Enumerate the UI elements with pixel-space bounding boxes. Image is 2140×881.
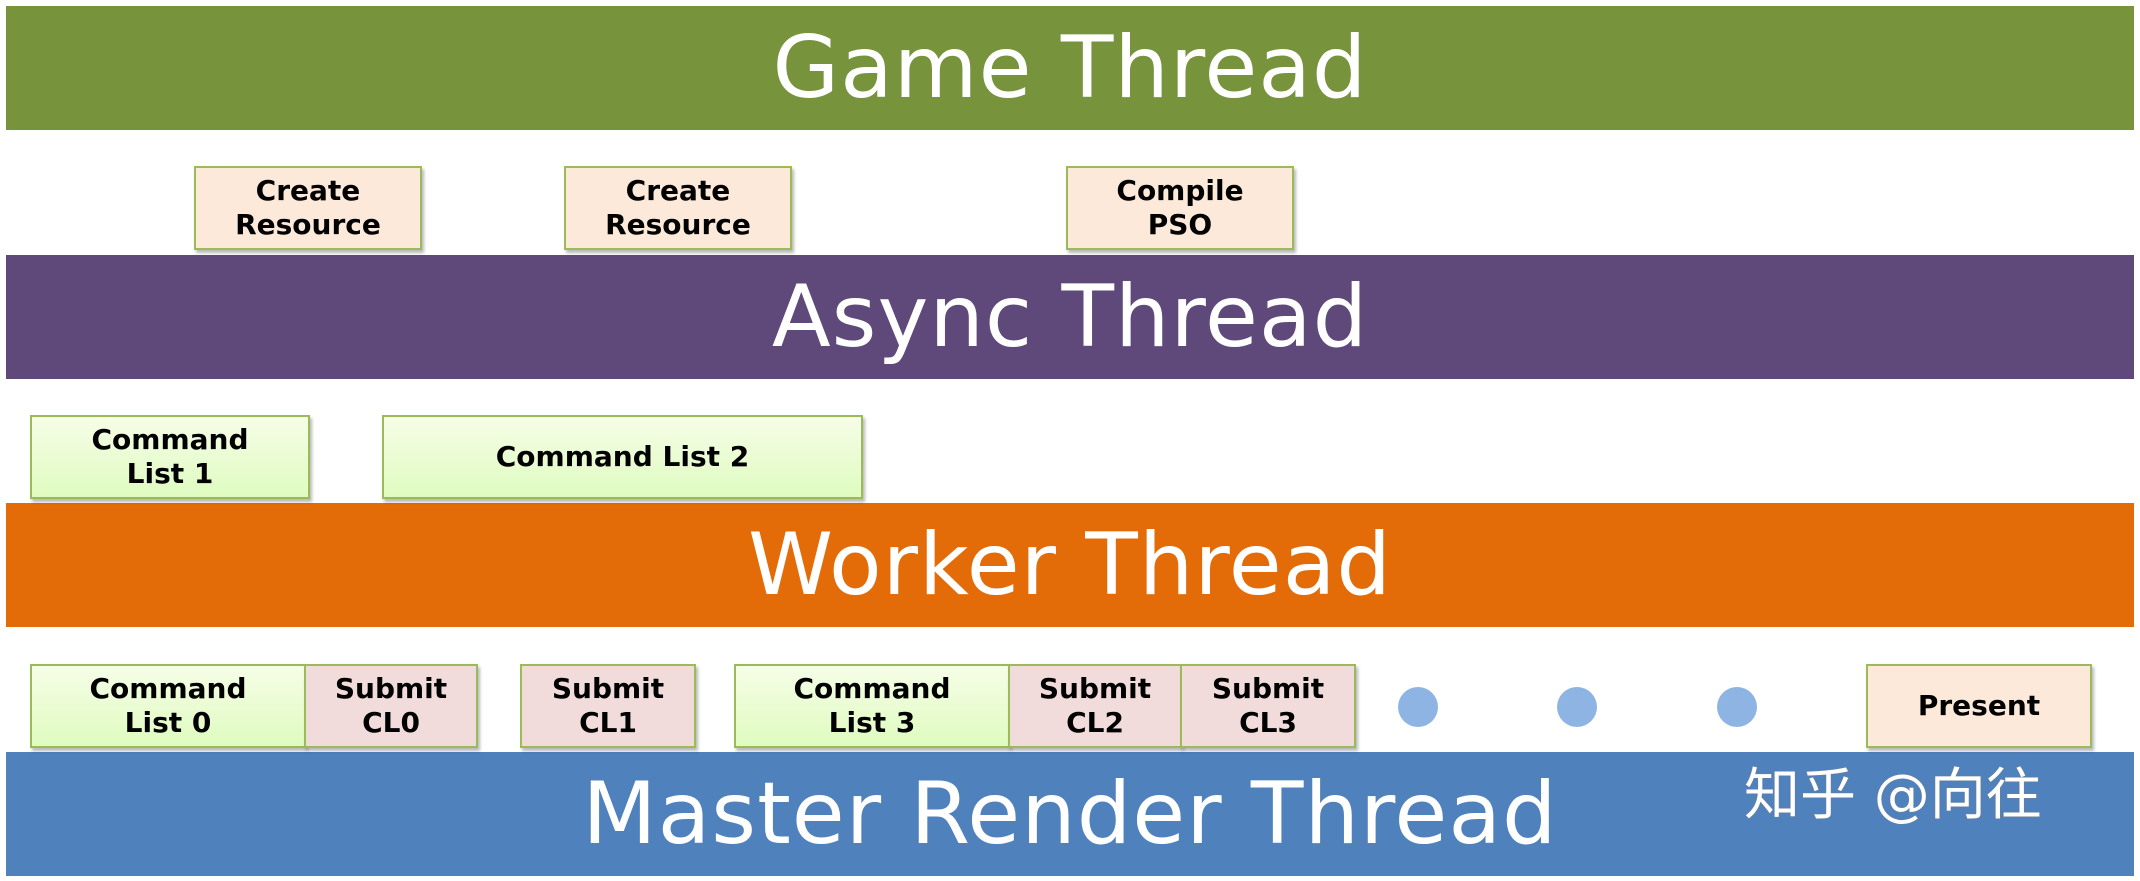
command-list-2-label: Command List 2 (495, 440, 750, 473)
submit-cl2-label: Submit CL2 (1038, 672, 1152, 739)
command-list-3-label: Command List 3 (793, 672, 951, 739)
present-task: Present (1866, 664, 2092, 748)
submit-cl3-label: Submit CL3 (1211, 672, 1325, 739)
watermark-text: 知乎 @向往 (1744, 763, 2042, 828)
game-thread-band: Game Thread (6, 6, 2134, 130)
present-label: Present (1917, 689, 2041, 722)
create-resource-task-2: Create Resource (564, 166, 792, 250)
async-thread-band: Async Thread (6, 255, 2134, 379)
submit-cl0-task: Submit CL0 (304, 664, 478, 748)
submit-cl1-task: Submit CL1 (520, 664, 696, 748)
ellipsis-dot-3 (1717, 687, 1757, 727)
compile-pso-task: Compile PSO (1066, 166, 1294, 250)
zhihu-watermark: 知乎 @向往 (1743, 762, 2042, 828)
create-resource-task-1: Create Resource (194, 166, 422, 250)
ellipsis-dot-1 (1398, 687, 1438, 727)
submit-cl3-task: Submit CL3 (1180, 664, 1356, 748)
async-thread-label: Async Thread (771, 267, 1369, 367)
command-list-3-task: Command List 3 (734, 664, 1010, 748)
command-list-1-task: Command List 1 (30, 415, 310, 499)
command-list-0-label: Command List 0 (89, 672, 247, 739)
master-render-thread-label: Master Render Thread (582, 764, 1558, 864)
command-list-1-label: Command List 1 (91, 423, 249, 490)
submit-cl1-label: Submit CL1 (551, 672, 665, 739)
create-resource-task-2-label: Create Resource (605, 174, 751, 241)
ellipsis-dot-2 (1557, 687, 1597, 727)
game-thread-label: Game Thread (772, 18, 1368, 118)
worker-thread-band: Worker Thread (6, 503, 2134, 627)
submit-cl0-label: Submit CL0 (334, 672, 448, 739)
command-list-0-task: Command List 0 (30, 664, 306, 748)
worker-thread-label: Worker Thread (747, 515, 1393, 615)
compile-pso-task-label: Compile PSO (1116, 174, 1244, 241)
submit-cl2-task: Submit CL2 (1008, 664, 1182, 748)
create-resource-task-1-label: Create Resource (235, 174, 381, 241)
master-render-thread-band: Master Render Thread (6, 752, 2134, 876)
command-list-2-task: Command List 2 (382, 415, 863, 499)
